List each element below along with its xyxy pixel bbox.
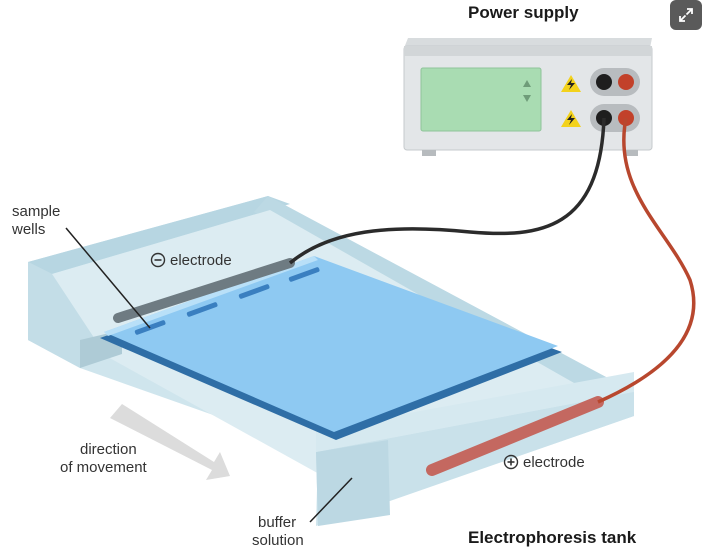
sample-wells-label: sample — [12, 203, 60, 220]
direction-arrow — [110, 404, 230, 480]
positive-terminal — [618, 74, 634, 90]
black-wire — [288, 117, 606, 265]
warning-bolt-icon — [561, 110, 581, 127]
power-supply — [403, 38, 653, 156]
sample-wells — [134, 267, 320, 335]
warning-bolt-icon — [561, 75, 581, 92]
power-supply-label: Power supply — [468, 3, 579, 22]
arrow-up-icon — [523, 80, 531, 87]
buffer-leader — [309, 477, 353, 523]
expand-button[interactable] — [670, 0, 702, 30]
buffer-label-2: solution — [252, 532, 304, 549]
power-supply-screen — [420, 67, 542, 132]
negative-electrode — [113, 258, 295, 323]
sample-wells-label-2: wells — [11, 221, 45, 238]
positive-electrode-label: electrode — [523, 454, 585, 471]
sample-wells-leader — [65, 227, 151, 329]
arrow-down-icon — [523, 95, 531, 102]
tank-label: Electrophoresis tank — [468, 528, 637, 547]
direction-label-2: of movement — [60, 459, 148, 476]
negative-electrode-label: electrode — [170, 252, 232, 269]
direction-label: direction — [80, 441, 137, 458]
positive-electrode — [426, 396, 604, 476]
buffer-label: buffer — [258, 514, 296, 531]
red-wire — [597, 117, 696, 404]
plus-circle-icon — [503, 454, 519, 470]
expand-icon — [679, 8, 693, 22]
minus-circle-icon — [150, 252, 166, 268]
negative-terminal — [596, 74, 612, 90]
